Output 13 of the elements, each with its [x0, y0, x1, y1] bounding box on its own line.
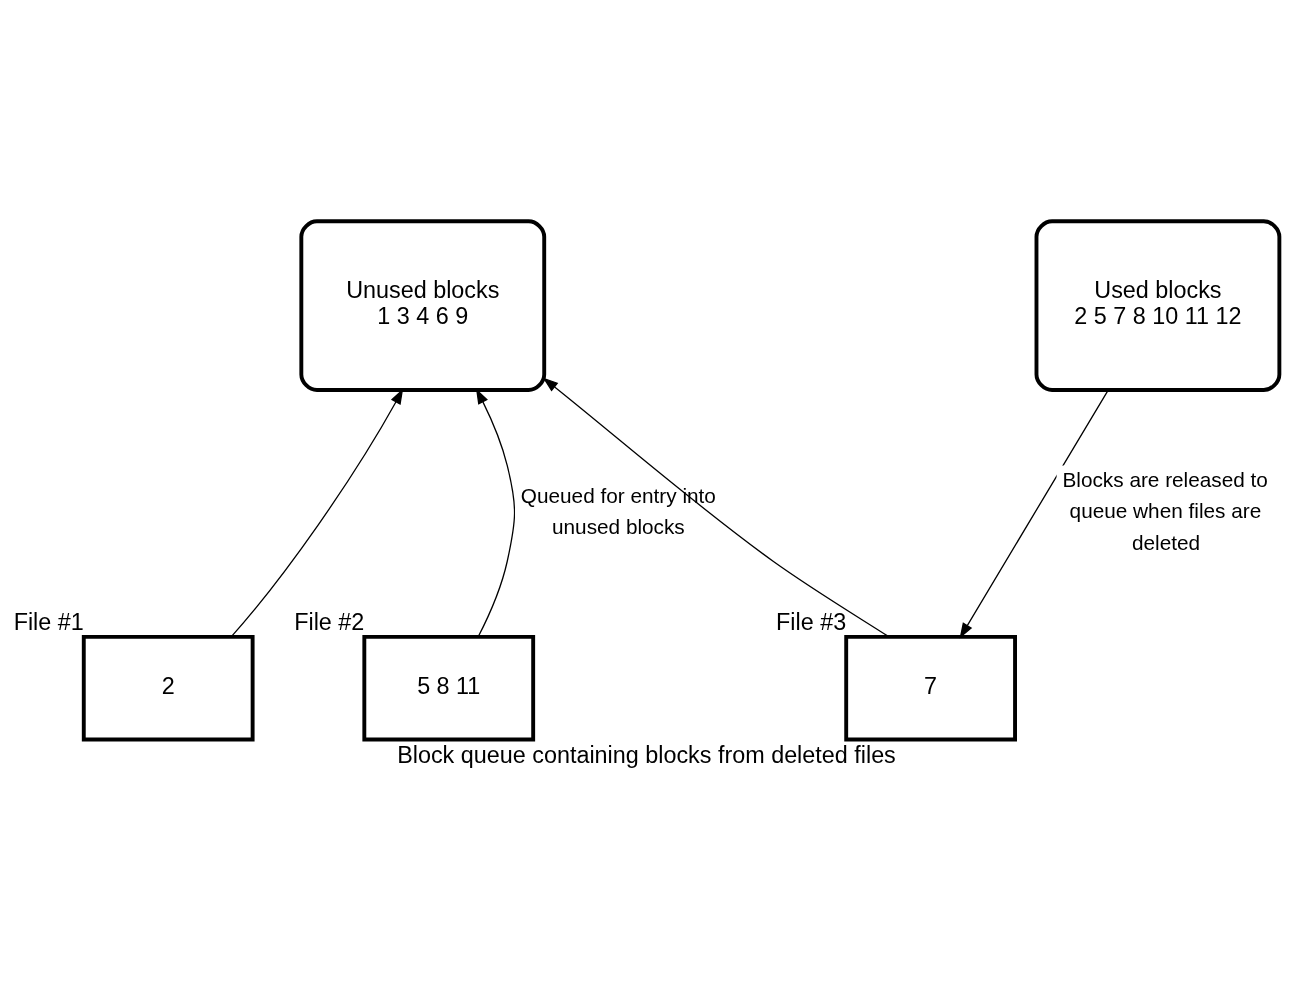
- node-box: 2: [81, 634, 255, 741]
- node-box: 5 8 11: [362, 634, 536, 741]
- node-label: File #1: [13, 608, 84, 635]
- node-label: File #3: [776, 608, 847, 635]
- node-label: File #2: [294, 608, 365, 635]
- node-box: Unused blocks 1 3 4 6 9: [299, 218, 547, 392]
- arrow: [959, 389, 1109, 638]
- node-box: 7: [844, 634, 1017, 741]
- node-box: Used blocks 2 5 7 8 10 11 12: [1034, 218, 1282, 392]
- arrow: [542, 377, 890, 637]
- edge-label: Queued for entry into unused blocks: [520, 483, 716, 538]
- caption: Block queue containing blocks from deleted files: [397, 741, 896, 768]
- edge-label: Blocks are released to queue when files are deleted: [1062, 467, 1268, 554]
